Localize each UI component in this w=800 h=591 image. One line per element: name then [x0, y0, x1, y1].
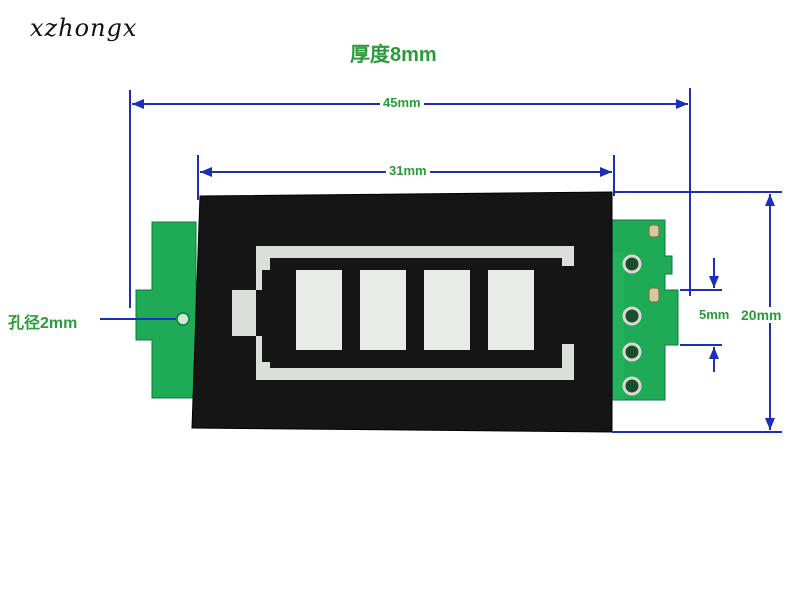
- display-width-label: 31mm: [386, 163, 430, 178]
- battery-outline-icon: [232, 246, 574, 380]
- watermark-text: xzhongx: [30, 14, 138, 42]
- overall-width-label: 45mm: [380, 95, 424, 110]
- battery-segment-3: [424, 270, 470, 350]
- height-label: 20mm: [741, 307, 782, 323]
- battery-segment-1: [296, 270, 342, 350]
- solder-pads: [622, 224, 660, 396]
- battery-segment-2: [360, 270, 406, 350]
- battery-segments: [296, 270, 534, 350]
- pin-pitch-label: 5mm: [699, 307, 730, 322]
- mounting-hole: [176, 312, 190, 326]
- battery-segment-4: [488, 270, 534, 350]
- hole-diameter-label: 孔径2mm: [8, 315, 78, 332]
- thickness-title: 厚度8mm: [350, 44, 437, 66]
